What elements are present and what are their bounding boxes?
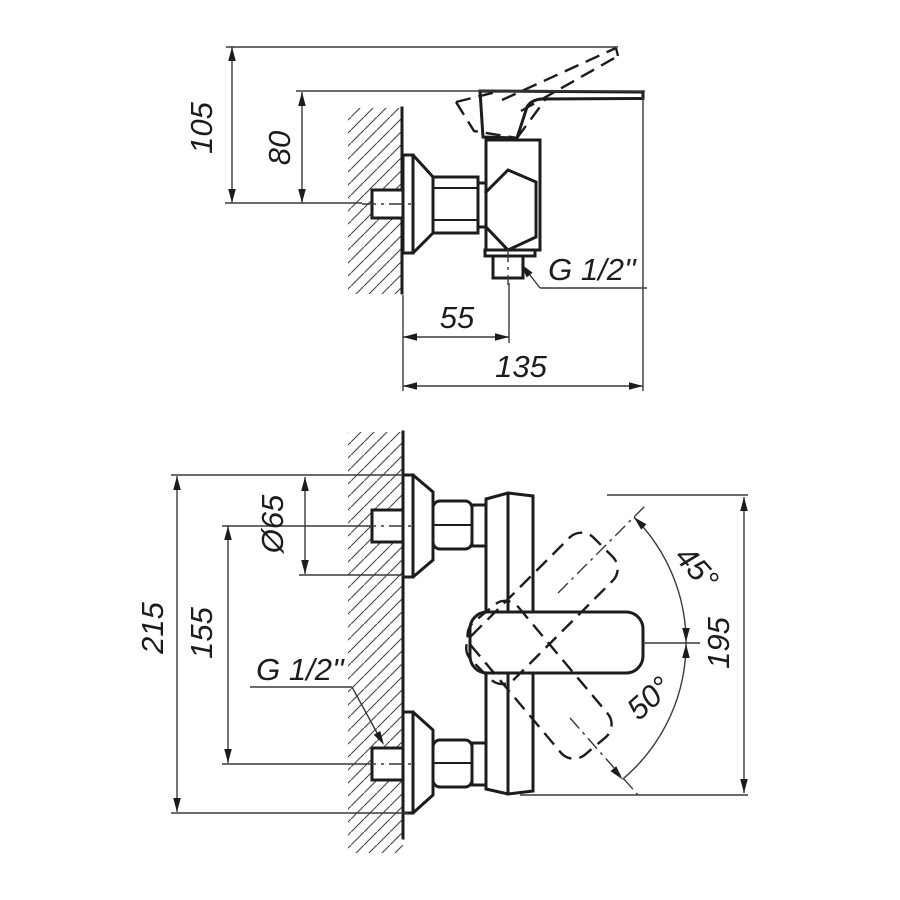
dim-label-105: 105 xyxy=(184,101,219,153)
dim-label-155: 155 xyxy=(184,606,219,658)
dimension-105: 105 xyxy=(184,46,618,203)
dim-label-55: 55 xyxy=(440,300,475,335)
dimension-65: Ø65 xyxy=(255,477,403,576)
mixer-body-side xyxy=(484,138,542,252)
thread-callout-front: G 1/2'' xyxy=(250,652,388,747)
handle-side xyxy=(478,89,645,140)
handle-front-45up-dashed xyxy=(465,531,619,686)
body-facets xyxy=(483,168,538,252)
thread-label-side: G 1/2'' xyxy=(548,252,637,287)
handle-front-50down-dashed xyxy=(466,599,613,760)
dimension-215: 215 xyxy=(135,474,408,814)
dim-label-195: 195 xyxy=(701,616,736,668)
dim-label-80: 80 xyxy=(262,131,297,165)
dimension-55: 55 xyxy=(402,283,510,391)
neck-bottom xyxy=(470,741,488,787)
thread-label-front: G 1/2'' xyxy=(256,652,345,687)
top-connection xyxy=(370,473,488,579)
wall-hatch-front xyxy=(348,432,403,853)
escutcheon xyxy=(401,153,435,255)
dimension-135: 135 xyxy=(403,97,644,391)
dim-label-215: 215 xyxy=(135,601,170,654)
handle-front xyxy=(468,610,645,675)
handle-side-raised-dashed xyxy=(454,46,620,140)
thread-callout-side: G 1/2'' xyxy=(518,252,647,289)
escutcheon-bottom xyxy=(401,710,435,815)
dim-label-65: Ø65 xyxy=(255,494,290,554)
escutcheon-top xyxy=(401,473,435,579)
connection-nut xyxy=(431,175,480,235)
angle-label-45: 45° xyxy=(668,539,725,597)
front-view: 45° 50° 215 155 Ø6 xyxy=(135,430,748,853)
dim-label-135: 135 xyxy=(495,349,547,384)
dimension-155: 155 xyxy=(184,526,232,763)
neck-top xyxy=(470,503,488,548)
dimension-195: 195 xyxy=(520,494,748,796)
dimension-80: 80 xyxy=(262,90,645,203)
side-view: 105 80 55 135 xyxy=(184,46,647,391)
